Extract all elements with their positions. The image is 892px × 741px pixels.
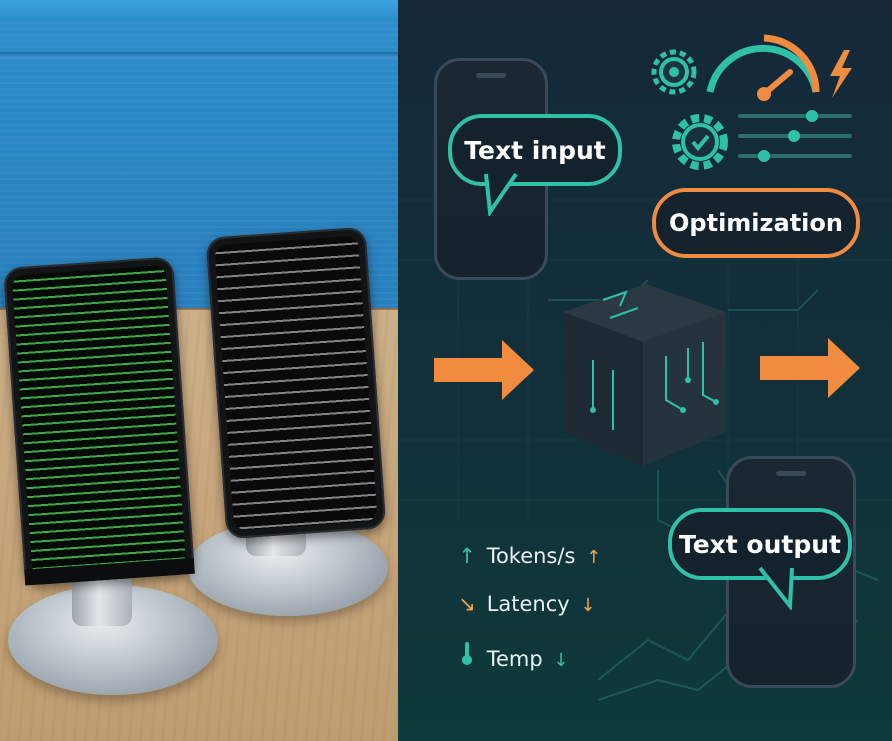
arrow-down-right-icon: ↘ <box>458 592 476 616</box>
thermometer-icon <box>454 642 480 671</box>
arrow-up-icon: ↑ <box>458 544 476 568</box>
wall-seam <box>0 52 398 58</box>
metric-tokens-per-second: ↑ Tokens/s ↑ <box>454 544 601 568</box>
sliders-icon <box>738 110 852 162</box>
trend-up-icon: ↑ <box>586 547 602 568</box>
phone-left <box>3 256 195 586</box>
optimization-label: Optimization <box>669 209 843 237</box>
bubble-tail <box>484 172 518 216</box>
flow-arrows <box>434 338 860 400</box>
metric-label: Temp <box>486 647 543 671</box>
text-output-label: Text output <box>678 529 842 559</box>
trend-down-icon: ↓ <box>553 650 569 671</box>
metric-label: Tokens/s <box>486 544 576 568</box>
wall-rail <box>0 0 398 18</box>
metric-label: Latency <box>486 592 570 616</box>
gear-check-icon <box>672 114 728 170</box>
phone-notch <box>476 73 506 78</box>
optimization-bubble: Optimization <box>652 188 860 258</box>
trend-down-icon: ↓ <box>580 595 596 616</box>
llm-optimization-illustration: Text input Optimization Text output ↑ To… <box>398 0 892 741</box>
metric-temp: Temp ↓ <box>454 642 568 671</box>
terminal-screen-green <box>11 264 187 578</box>
phone-right <box>205 226 387 540</box>
speedometer-icon <box>706 34 820 101</box>
background-graphics <box>398 34 892 701</box>
processing-cube <box>563 284 726 466</box>
text-input-label: Text input <box>464 135 606 165</box>
metric-latency: ↘ Latency ↓ <box>454 592 595 616</box>
text-input-bubble: Text input <box>448 114 622 186</box>
gear-small-icon <box>651 49 697 95</box>
terminal-screen-white <box>214 235 378 531</box>
lightning-icon <box>830 50 852 98</box>
bubble-tail <box>758 566 794 610</box>
photo-panel <box>0 0 398 741</box>
phone-notch <box>776 471 806 476</box>
